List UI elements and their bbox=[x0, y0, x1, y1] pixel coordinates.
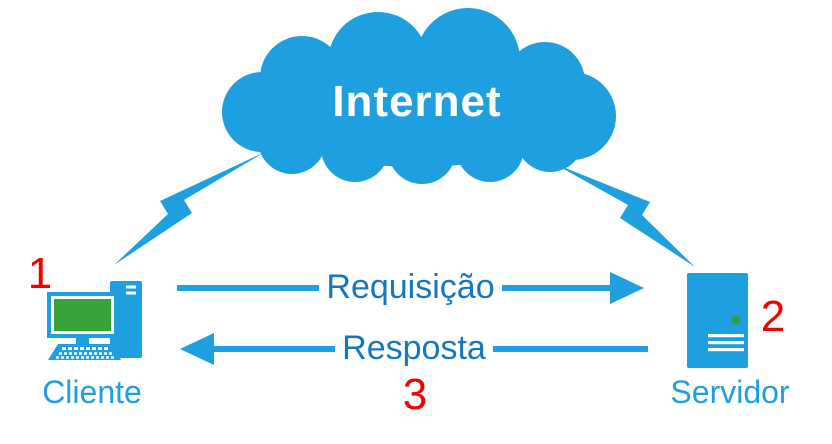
server-icon bbox=[687, 273, 748, 368]
request-flow: Requisição bbox=[177, 266, 644, 310]
request-label: Requisição bbox=[319, 268, 502, 307]
internet-label: Internet bbox=[332, 77, 502, 126]
response-number: 3 bbox=[402, 370, 428, 419]
server-number: 2 bbox=[760, 292, 786, 341]
client-number: 1 bbox=[27, 249, 53, 298]
server-label: Servidor bbox=[670, 374, 790, 410]
response-label: Resposta bbox=[335, 329, 493, 368]
lightning-bolt-left-icon bbox=[114, 152, 265, 265]
arrow-head-left bbox=[180, 333, 214, 365]
server-led bbox=[731, 315, 741, 325]
client-monitor-stand bbox=[76, 338, 89, 346]
client-keyboard bbox=[48, 344, 121, 360]
response-flow: Resposta bbox=[180, 327, 648, 371]
client-label: Cliente bbox=[42, 374, 142, 410]
client-monitor-screen bbox=[54, 299, 111, 331]
server-tower bbox=[687, 273, 748, 368]
arrow-head-right bbox=[610, 272, 644, 304]
internet-cloud-icon bbox=[222, 8, 616, 184]
lightning-bolt-right-icon bbox=[553, 163, 695, 267]
client-computer-icon bbox=[47, 281, 142, 360]
